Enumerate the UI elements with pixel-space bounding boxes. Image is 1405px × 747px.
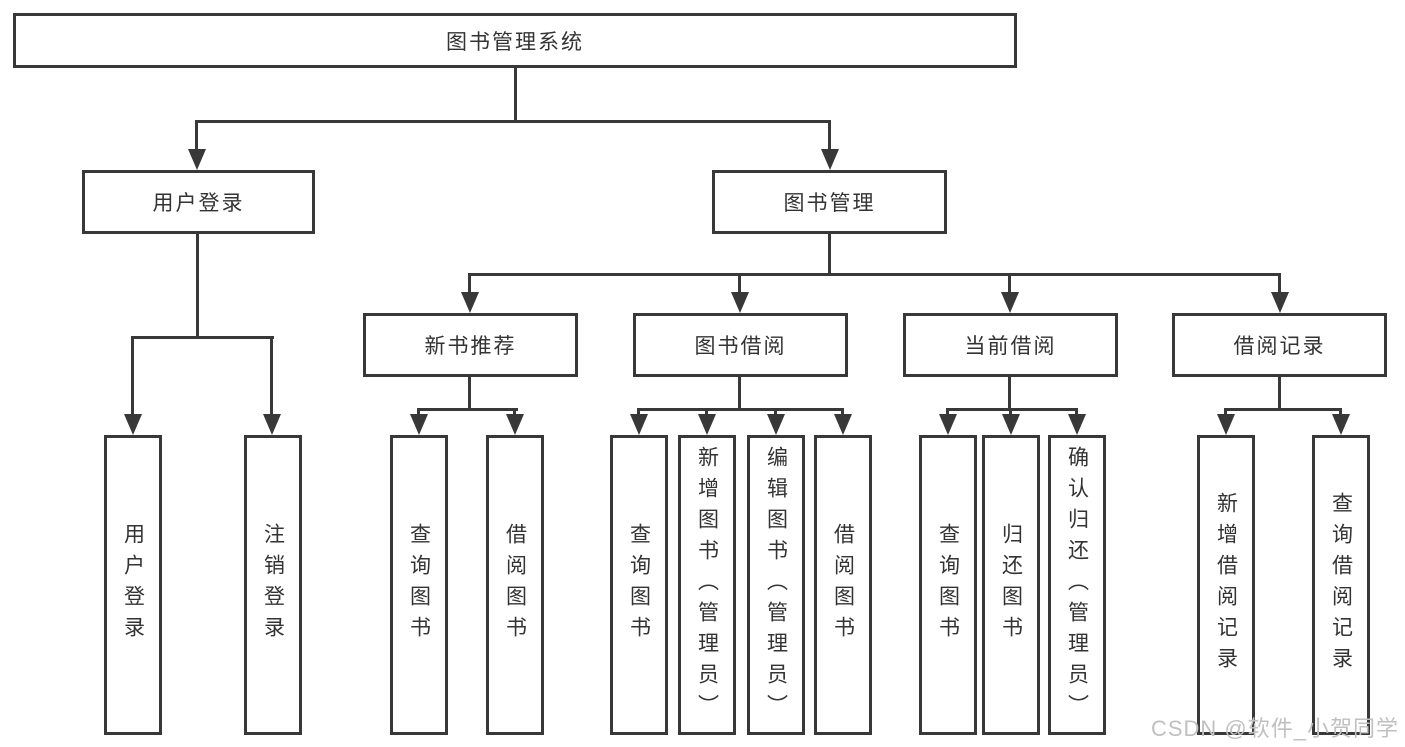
arrowhead-down [834,414,852,435]
connector [637,408,844,411]
arrowhead-down [188,149,206,170]
node-borrow-records-label: 借阅记录 [1233,335,1326,358]
leaf-edit-books-admin: 编辑图书（管理员） [747,435,805,735]
arrowhead-down [124,414,142,435]
arrowhead-down [410,414,428,435]
arrowhead-down [1271,292,1289,313]
leaf-borrow-books: 借阅图书 [814,435,872,735]
leaf-label: 确认归还（管理员） [1065,445,1089,725]
connector [738,377,741,411]
connector [1224,408,1342,411]
leaf-confirm-return-admin: 确认归还（管理员） [1048,435,1106,735]
node-current-borrow: 当前借阅 [903,313,1118,377]
leaf-label: 新增借阅记录 [1214,492,1238,678]
leaf-query-books-borrow: 查询图书 [610,435,668,735]
connector [417,408,518,411]
arrowhead-down [698,414,716,435]
leaf-label: 查询借阅记录 [1329,492,1353,678]
node-new-book-recommend: 新书推荐 [363,313,578,377]
connector [131,336,274,339]
arrowhead-down [630,414,648,435]
connector [196,234,199,339]
connector [195,120,831,123]
connector [946,408,1078,411]
arrowhead-down [1002,414,1020,435]
node-current-borrow-label: 当前借阅 [964,335,1057,358]
leaf-add-books-admin: 新增图书（管理员） [678,435,736,735]
arrowhead-down [939,414,957,435]
leaf-logout: 注销登录 [244,435,302,735]
node-book-borrow-label: 图书借阅 [694,335,787,358]
connector [513,411,516,415]
leaf-label: 注销登录 [261,523,285,647]
node-user-login: 用户登录 [82,170,315,234]
connector [1008,377,1011,411]
arrowhead-down [1001,292,1019,313]
arrowhead-down [1332,414,1350,435]
leaf-return-books: 归还图书 [982,435,1040,735]
node-root: 图书管理系统 [13,13,1017,68]
connector [774,411,777,415]
leaf-query-borrow-record: 查询借阅记录 [1312,435,1370,735]
arrowhead-down [1068,414,1086,435]
arrowhead-down [1217,414,1235,435]
leaf-label: 新增图书（管理员） [695,445,719,725]
leaf-query-books-current: 查询图书 [919,435,977,735]
connector [1278,276,1281,293]
connector [637,411,640,415]
connector [514,68,517,123]
node-book-borrow: 图书借阅 [633,313,848,377]
connector [468,377,471,411]
leaf-label: 借阅图书 [831,523,855,647]
connector [468,276,471,293]
arrowhead-down [767,414,785,435]
leaf-add-borrow-record: 新增借阅记录 [1197,435,1255,735]
connector [195,123,198,150]
connector [946,411,949,415]
connector [131,339,134,415]
connector [705,411,708,415]
node-book-management-label: 图书管理 [783,192,876,215]
connector [1339,411,1342,415]
leaf-label: 查询图书 [936,523,960,647]
arrowhead-down [821,149,839,170]
arrowhead-down [461,292,479,313]
connector [841,411,844,415]
leaf-label: 归还图书 [999,523,1023,647]
arrowhead-down [731,292,749,313]
node-new-book-recommend-label: 新书推荐 [424,335,517,358]
connector [1009,411,1012,415]
leaf-label: 借阅图书 [503,523,527,647]
connector [738,276,741,293]
node-root-label: 图书管理系统 [446,30,584,54]
connector [468,273,1281,276]
leaf-label: 用户登录 [121,523,145,647]
leaf-label: 查询图书 [627,523,651,647]
connector [828,234,831,276]
arrowhead-down [263,414,281,435]
arrowhead-down [506,414,524,435]
node-user-login-label: 用户登录 [152,192,245,215]
connector [1224,411,1227,415]
connector [270,339,273,415]
leaf-query-books-recommend: 查询图书 [390,435,448,735]
leaf-label: 编辑图书（管理员） [764,445,788,725]
connector [417,411,420,415]
connector [1075,411,1078,415]
leaf-user-login: 用户登录 [104,435,162,735]
leaf-borrow-books-recommend: 借阅图书 [486,435,544,735]
connector [1008,276,1011,293]
watermark-text: CSDN @软件_小贺同学 [1150,716,1399,741]
node-book-management: 图书管理 [712,170,947,234]
leaf-label: 查询图书 [407,523,431,647]
connector [1278,377,1281,411]
connector [828,123,831,150]
node-borrow-records: 借阅记录 [1172,313,1387,377]
